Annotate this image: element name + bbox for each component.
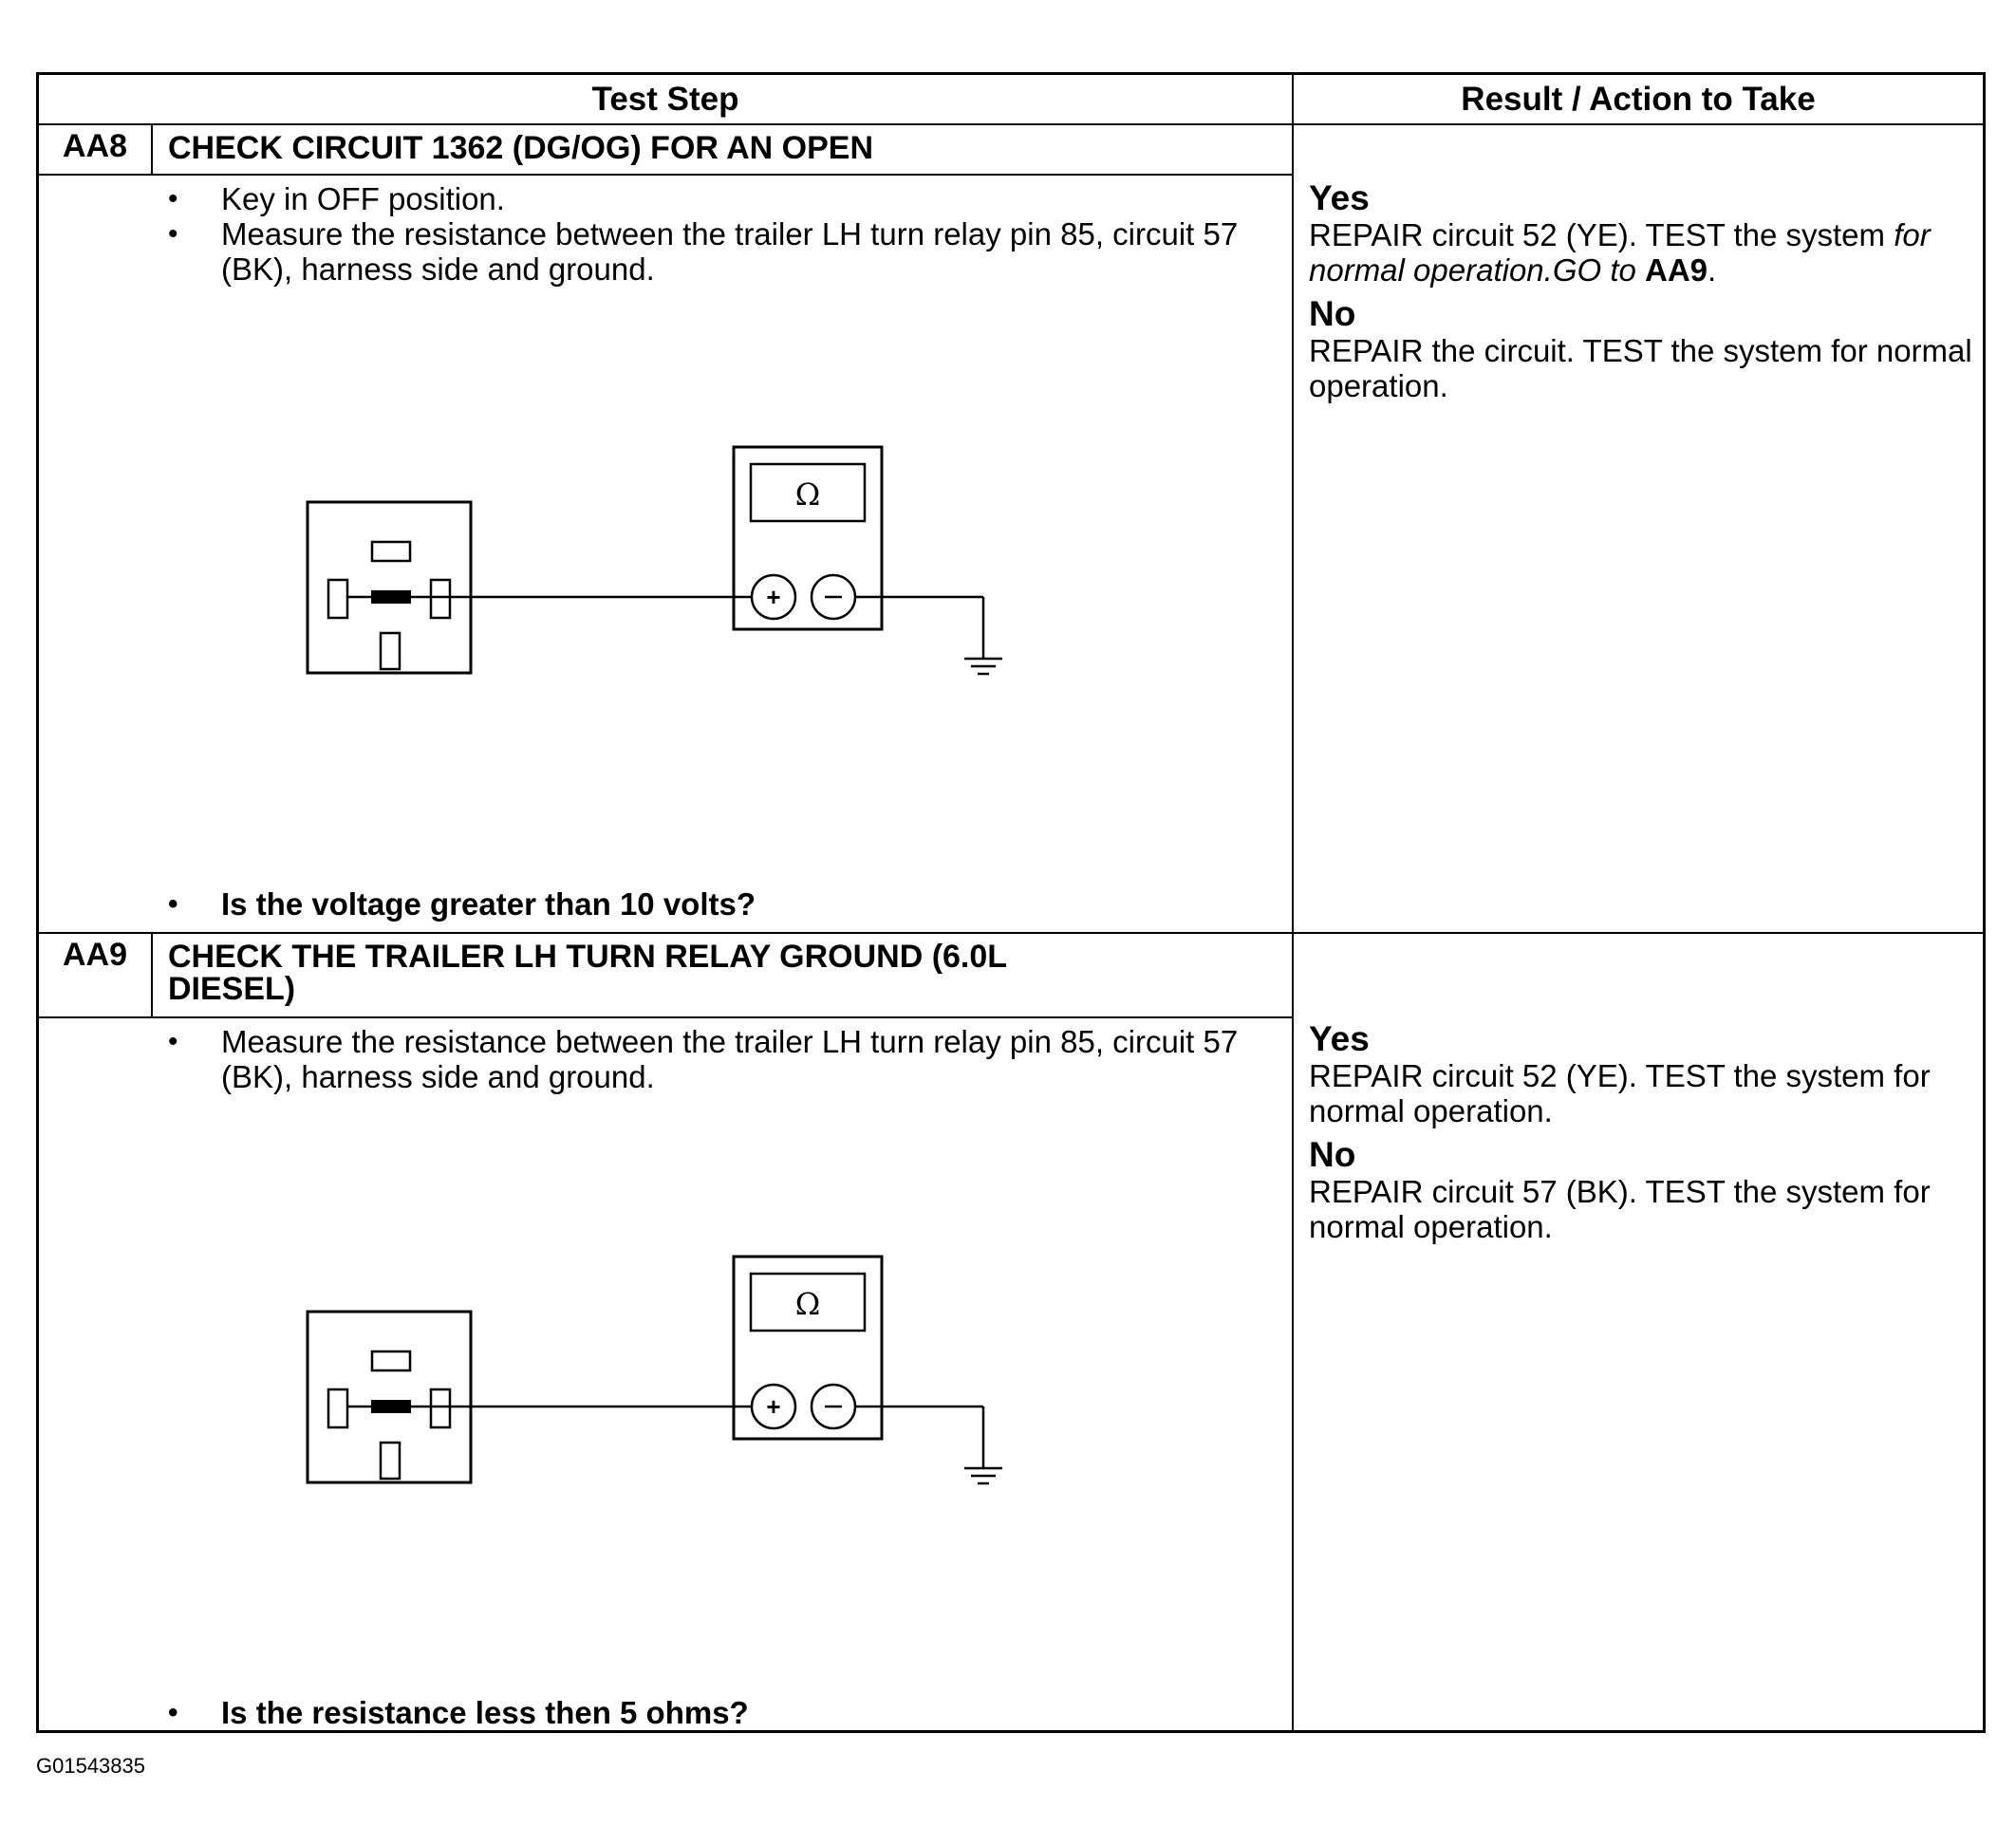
- header-test-step: Test Step: [591, 81, 739, 118]
- no-label: No: [1309, 294, 1356, 333]
- ground-icon: [964, 657, 1002, 676]
- no-action: REPAIR the circuit. TEST the system for …: [1309, 333, 1972, 403]
- yes-action: REPAIR circuit 52 (YE). TEST the system …: [1309, 217, 1931, 288]
- plus-terminal-icon: [750, 573, 797, 621]
- connector-pin: [327, 578, 349, 620]
- yes-action: REPAIR circuit 52 (YE). TEST the system …: [1309, 1058, 1931, 1128]
- plus-terminal-icon: [750, 1383, 797, 1430]
- no-action: REPAIR circuit 57 (BK). TEST the system …: [1309, 1174, 1931, 1244]
- instruction-item: Measure the resistance between the trail…: [168, 216, 1260, 287]
- id-divider-aa9: [151, 932, 153, 1016]
- row-divider: [39, 123, 1985, 125]
- header-result-action: Result / Action to Take: [1461, 81, 1816, 118]
- step-title-aa9: CHECK THE TRAILER LH TURN RELAY GROUND (…: [168, 939, 1007, 1007]
- test-step-table: Test Step Result / Action to Take AA8 CH…: [36, 72, 1986, 1733]
- step-id-aa8: AA8: [62, 128, 128, 164]
- step-question-aa8: Is the voltage greater than 10 volts?: [168, 886, 1260, 922]
- circuit-diagram-aa8: Ω +: [306, 445, 1002, 676]
- connector-pin: [327, 1388, 349, 1429]
- instruction-item: Measure the resistance between the trail…: [168, 1024, 1260, 1094]
- connector-pin: [370, 540, 412, 563]
- circuit-diagram-aa9: Ω +: [306, 1255, 1002, 1485]
- figure-code: G01543835: [36, 1754, 145, 1778]
- step-question-aa9: Is the resistance less then 5 ohms?: [168, 1695, 1260, 1730]
- result-aa8: Yes REPAIR circuit 52 (YE). TEST the sys…: [1309, 179, 1973, 411]
- meter-display: [749, 1272, 867, 1332]
- question-item: Is the voltage greater than 10 volts?: [168, 886, 1260, 922]
- ohm-symbol: Ω: [795, 1286, 821, 1322]
- ohmmeter: [732, 1255, 884, 1441]
- step-title-aa8: CHECK CIRCUIT 1362 (DG/OG) FOR AN OPEN: [168, 130, 874, 166]
- question-item: Is the resistance less then 5 ohms?: [168, 1695, 1260, 1730]
- instruction-item: Key in OFF position.: [168, 181, 1260, 216]
- connector-pin: [429, 578, 452, 620]
- relay-connector: [306, 1310, 473, 1484]
- yes-label: Yes: [1309, 1019, 1370, 1058]
- no-label: No: [1309, 1135, 1356, 1174]
- connector-pin: [379, 631, 401, 671]
- connector-pin: [370, 1350, 412, 1372]
- step-instructions-aa9: Measure the resistance between the trail…: [168, 1024, 1260, 1094]
- connector-pin: [379, 1441, 401, 1481]
- meter-display: [749, 462, 867, 523]
- svg-text:+: +: [766, 583, 780, 611]
- relay-connector: [306, 500, 473, 675]
- ground-icon: [964, 1466, 1002, 1485]
- step-instructions-aa8: Key in OFF position. Measure the resista…: [168, 181, 1260, 287]
- svg-text:+: +: [766, 1392, 780, 1421]
- connector-pin: [429, 1388, 452, 1429]
- title-divider-aa9: [39, 1016, 1292, 1018]
- step-id-aa9: AA9: [62, 937, 128, 973]
- yes-label: Yes: [1309, 178, 1370, 217]
- column-divider: [1292, 75, 1294, 1733]
- id-divider-aa8: [151, 123, 153, 174]
- title-divider-aa8: [39, 174, 1292, 176]
- row-divider: [39, 932, 1985, 934]
- ohmmeter: [732, 445, 884, 631]
- result-aa9: Yes REPAIR circuit 52 (YE). TEST the sys…: [1309, 1020, 1973, 1252]
- goto-step-link[interactable]: AA9: [1645, 252, 1708, 288]
- ohm-symbol: Ω: [795, 476, 821, 512]
